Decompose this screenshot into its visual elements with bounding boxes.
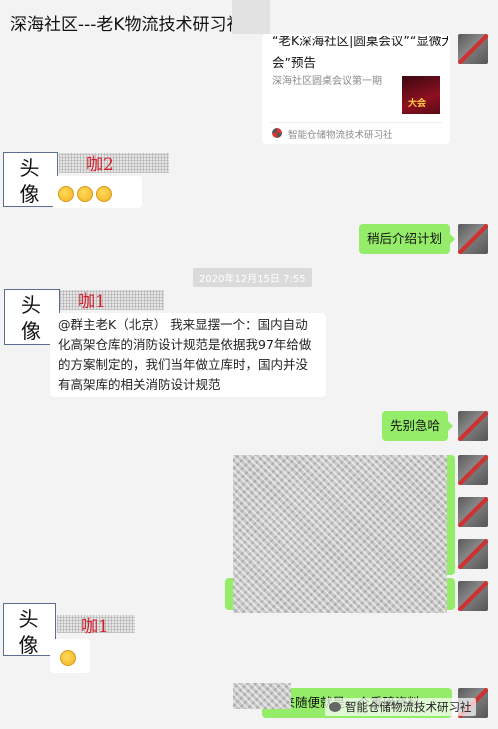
- avatar[interactable]: [458, 539, 488, 569]
- watermark: 智能仓储物流技术研习社: [325, 698, 476, 716]
- redacted-nickname: [59, 153, 169, 173]
- redacted-image: [233, 455, 447, 613]
- chat-title-bar: 深海社区---老K物流技术研习社: [0, 0, 498, 44]
- avatar[interactable]: 头像: [3, 152, 58, 207]
- card-divider: [270, 122, 442, 123]
- emoji-message-bubble: [52, 176, 142, 208]
- emoji-icon: [96, 185, 112, 202]
- avatar[interactable]: [458, 224, 488, 254]
- article-card[interactable]: “老K深海社区|圆桌会议”“显微大 会”预告 深海社区圆桌会议第一期 大会 智能…: [262, 34, 450, 144]
- redacted-nickname: [60, 290, 164, 310]
- article-thumbnail-caption: 大会: [408, 99, 427, 109]
- article-title-line1: “老K深海社区|圆桌会议”“显微大: [272, 36, 448, 48]
- emoji-message-bubble: [50, 639, 90, 673]
- redacted-nickname: [57, 615, 135, 633]
- redacted-block: [232, 0, 270, 34]
- miniprogram-icon: [272, 128, 282, 138]
- incoming-message-bubble: @群主老K（北京） 我来显摆一个：国内自动化高架仓库的消防设计规范是依据我97年…: [50, 313, 326, 397]
- avatar[interactable]: 头像: [3, 603, 56, 657]
- avatar[interactable]: [458, 581, 488, 611]
- emoji-icon: [60, 649, 76, 666]
- wechat-icon: [329, 702, 341, 712]
- avatar-label: 头像: [19, 156, 42, 206]
- outgoing-message-bubble: 先别急哈: [382, 411, 454, 441]
- redacted-block: [233, 683, 291, 709]
- avatar[interactable]: [458, 411, 488, 441]
- sender-nickname: 咖1: [81, 617, 109, 637]
- article-source: 智能仓储物流技术研习社: [288, 130, 393, 141]
- sender-nickname: 咖2: [86, 155, 114, 175]
- avatar[interactable]: [458, 34, 488, 64]
- avatar[interactable]: [458, 497, 488, 527]
- sender-nickname: 咖1: [78, 292, 106, 312]
- article-title-line2: 会”预告: [272, 55, 316, 70]
- emoji-icon: [58, 185, 74, 202]
- outgoing-message-bubble: 稍后介绍计划: [359, 224, 456, 254]
- chat-title: 深海社区---老K物流技术研习社: [10, 15, 244, 35]
- timestamp: 2020年12月15日 7:55: [193, 268, 312, 287]
- avatar[interactable]: [458, 455, 488, 485]
- watermark-text: 智能仓储物流技术研习社: [345, 700, 472, 714]
- avatar-label: 头像: [18, 607, 41, 657]
- avatar-label: 头像: [21, 293, 43, 343]
- article-subtitle: 深海社区圆桌会议第一期: [272, 76, 382, 87]
- emoji-icon: [77, 185, 93, 202]
- article-thumbnail: 大会: [402, 76, 440, 114]
